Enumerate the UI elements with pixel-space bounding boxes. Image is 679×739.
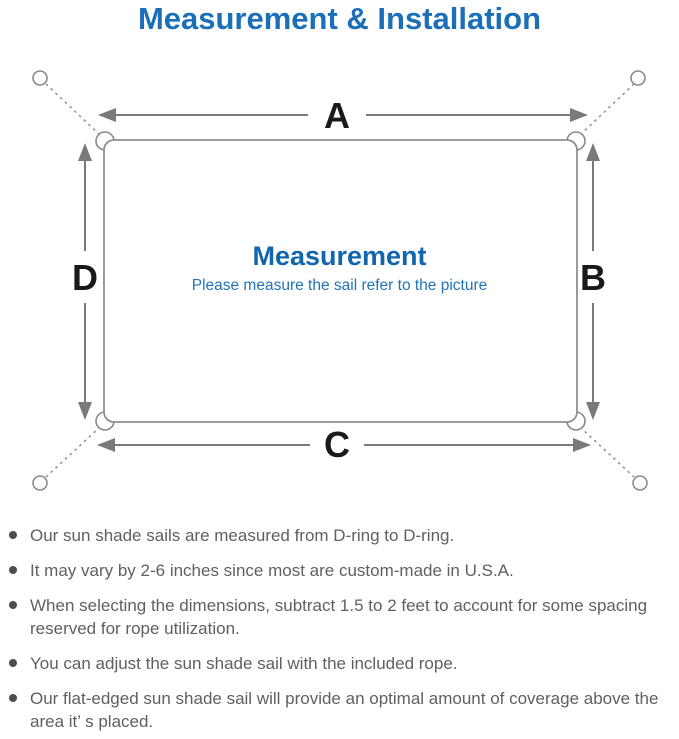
- note-text: Our sun shade sails are measured from D-…: [30, 526, 455, 545]
- dimension-arrows: [78, 108, 600, 452]
- page-title: Measurement & Installation: [137, 1, 542, 36]
- list-item: When selecting the dimensions, subtract …: [9, 594, 665, 640]
- sail-outline: [103, 139, 578, 423]
- diagram-center-subtitle: Please measure the sail refer to the pic…: [191, 277, 488, 294]
- diagram-center-text: Measurement Please measure the sail refe…: [0, 241, 679, 295]
- bullet-icon: [9, 566, 17, 574]
- bullet-icon: [9, 601, 17, 609]
- dimension-label-b: B: [580, 257, 606, 298]
- note-text: When selecting the dimensions, subtract …: [30, 596, 648, 638]
- list-item: You can adjust the sun shade sail with t…: [9, 652, 665, 675]
- bullet-icon: [9, 694, 17, 702]
- anchor-ring-icon-top-right: [630, 70, 646, 86]
- tether-line-bottom-left: [45, 426, 101, 478]
- tether-line-bottom-right: [579, 426, 635, 478]
- tether-line-top-left: [45, 83, 101, 136]
- note-text: You can adjust the sun shade sail with t…: [30, 654, 458, 673]
- anchor-ring-icon-bottom-right: [632, 475, 648, 491]
- dimension-label-a: A: [324, 95, 350, 136]
- list-item: Our sun shade sails are measured from D-…: [9, 524, 665, 547]
- note-text: Our flat-edged sun shade sail will provi…: [30, 689, 659, 731]
- notes-list: Our sun shade sails are measured from D-…: [9, 524, 665, 739]
- list-item: Our flat-edged sun shade sail will provi…: [9, 687, 665, 733]
- list-item: It may vary by 2-6 inches since most are…: [9, 559, 665, 582]
- bullet-icon: [9, 659, 17, 667]
- dimension-label-c: C: [324, 424, 350, 465]
- anchor-ring-icon-top-left: [32, 70, 48, 86]
- dimension-label-d: D: [72, 257, 98, 298]
- tether-line-top-right: [579, 83, 635, 136]
- anchor-points: [32, 70, 648, 491]
- anchor-ring-icon-bottom-left: [32, 475, 48, 491]
- bullet-icon: [9, 531, 17, 539]
- sail-measurement-diagram: A B C D: [32, 70, 648, 491]
- diagram-center-title: Measurement: [252, 241, 427, 271]
- note-text: It may vary by 2-6 inches since most are…: [30, 561, 514, 580]
